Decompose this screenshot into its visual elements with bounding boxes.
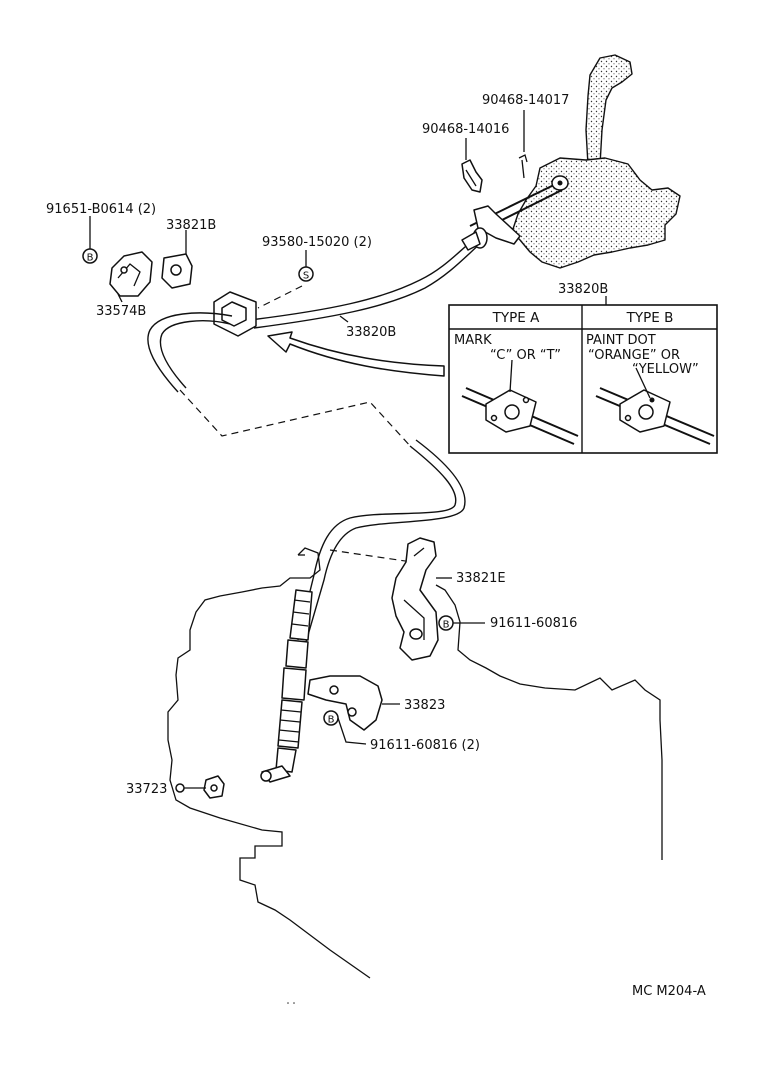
shift-cable-lower: [260, 439, 466, 783]
bolt-symbol-91611: B: [438, 615, 454, 631]
label-33821e: 33821E: [456, 571, 506, 586]
type-b-header: TYPE B: [626, 310, 674, 326]
type-a-line2: “C” OR “T”: [490, 348, 561, 363]
type-a-line1: MARK: [454, 333, 492, 348]
leader-lines: [89, 110, 607, 789]
stud-symbol-93580: S: [298, 266, 314, 282]
label-91651-b0614: 91651-B0614 (2): [46, 202, 156, 217]
type-b-illustration: [595, 367, 715, 445]
label-33823: 33823: [404, 698, 445, 713]
type-b-line3: “YELLOW”: [632, 362, 699, 377]
bracket-33823: [307, 675, 383, 731]
type-a-header: TYPE A: [492, 310, 540, 326]
label-90468-14016: 90468-14016: [422, 122, 509, 137]
type-a-illustration: [461, 359, 579, 445]
label-33723: 33723: [126, 782, 167, 797]
label-33820b-box: 33820B: [558, 282, 608, 297]
label-91611-60816: 91611-60816: [490, 616, 577, 631]
bolt-symbol-91611-2: B: [323, 710, 339, 726]
type-b-line2: “ORANGE” OR: [588, 348, 680, 363]
label-33574b: 33574B: [96, 304, 146, 319]
transmission-housing: [167, 547, 663, 979]
scan-speck: [293, 1002, 295, 1004]
bushing-33821b: [161, 253, 193, 289]
shift-cable-upper: [147, 227, 488, 393]
diagram-code: MC M204-A: [632, 984, 706, 999]
shift-lever-assembly: [461, 54, 681, 269]
type-b-line1: PAINT DOT: [586, 333, 656, 348]
cable-break-line: [179, 389, 413, 449]
bolt-letter-1: B: [87, 253, 94, 264]
label-91611-60816-2: 91611-60816 (2): [370, 738, 480, 753]
label-93580-15020: 93580-15020 (2): [262, 235, 372, 250]
scan-speck: [287, 1002, 289, 1004]
bolt-letter-3: B: [328, 715, 335, 726]
stud-letter: S: [303, 271, 309, 282]
bolt-symbol-91651: B: [82, 248, 98, 264]
retainer-33574b: [109, 251, 153, 297]
part-labels: 90468-14017 90468-14016 91651-B0614 (2) …: [46, 93, 608, 797]
bracket-33821e: [391, 537, 439, 661]
label-90468-14017: 90468-14017: [482, 93, 569, 108]
label-33820b-cable: 33820B: [346, 325, 396, 340]
leader-dashed-bracket: [329, 549, 413, 563]
inset-callout-arrow: [267, 331, 445, 377]
plug-33723: [175, 775, 225, 799]
label-33821b: 33821B: [166, 218, 216, 233]
type-inset-box: TYPE A TYPE B MARK “C” OR “T” PAINT DOT …: [448, 304, 718, 454]
leader-dashed-stud: [257, 285, 303, 309]
bolt-letter-2: B: [443, 620, 450, 631]
